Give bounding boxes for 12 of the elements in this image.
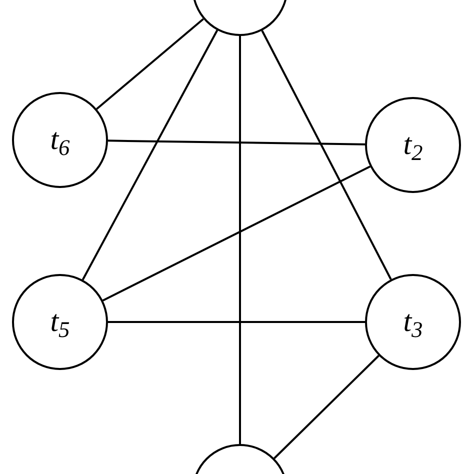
connector-line: [102, 166, 371, 302]
connector-line: [239, 36, 241, 444]
connector-line: [274, 354, 380, 460]
node-label: t$_{2}$: [403, 130, 423, 160]
connector-line: [261, 30, 392, 280]
connector-line: [96, 18, 204, 110]
node-label: t$_{6}$: [50, 125, 70, 155]
connector-line: [82, 30, 218, 280]
node-label: t$_{5}$: [50, 307, 70, 337]
connector-line: [108, 321, 365, 323]
connector-line: [108, 140, 366, 146]
node-label: t$_{3}$: [403, 307, 423, 337]
